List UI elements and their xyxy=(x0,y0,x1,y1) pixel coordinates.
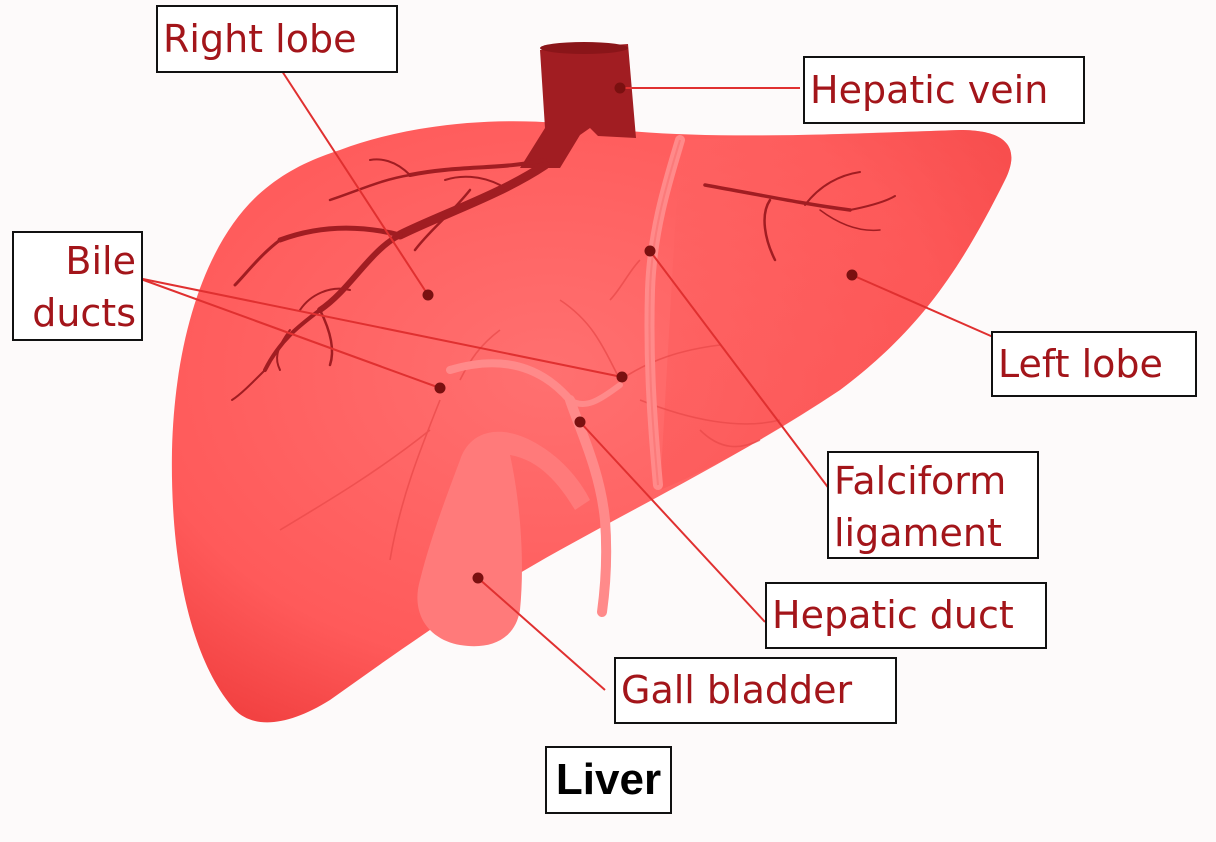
dot-bile-ducts-1 xyxy=(434,382,446,394)
diagram-title: Liver xyxy=(545,746,672,814)
leader-right-lobe xyxy=(279,67,429,296)
leader-hepatic-duct xyxy=(579,421,766,623)
faint-vessels xyxy=(279,259,781,561)
leader-bile-ducts-1 xyxy=(137,277,441,389)
label-hepatic-vein: Hepatic vein xyxy=(803,56,1085,124)
leader-bile-ducts-2 xyxy=(137,277,623,378)
label-bile-ducts: Bile ducts xyxy=(12,231,143,341)
leader-gall-bladder xyxy=(477,577,606,691)
dot-left-lobe xyxy=(846,269,858,281)
label-gall-bladder: Gall bladder xyxy=(614,657,897,724)
leader-falciform xyxy=(649,250,831,491)
hepatic-vein-trunk xyxy=(520,44,636,168)
left-lobe-shading xyxy=(660,130,1012,490)
gall-bladder-shape xyxy=(417,431,590,647)
dot-right-lobe xyxy=(422,289,434,301)
label-hepatic-duct: Hepatic duct xyxy=(765,582,1047,649)
leader-lines xyxy=(137,67,1001,691)
dot-gall-bladder xyxy=(472,572,484,584)
label-left-lobe: Left lobe xyxy=(991,331,1197,397)
dot-falciform xyxy=(644,245,656,257)
label-right-lobe: Right lobe xyxy=(156,5,398,73)
dot-hepatic-duct xyxy=(574,416,586,428)
hepatic-vein-opening xyxy=(540,42,628,54)
dot-bile-ducts-2 xyxy=(616,371,628,383)
label-falciform-ligament: Falciform ligament xyxy=(827,451,1039,559)
vein-branches-left xyxy=(703,171,896,262)
leader-left-lobe xyxy=(851,274,1001,341)
dot-hepatic-vein xyxy=(614,82,626,94)
pointer-dots xyxy=(422,82,858,584)
